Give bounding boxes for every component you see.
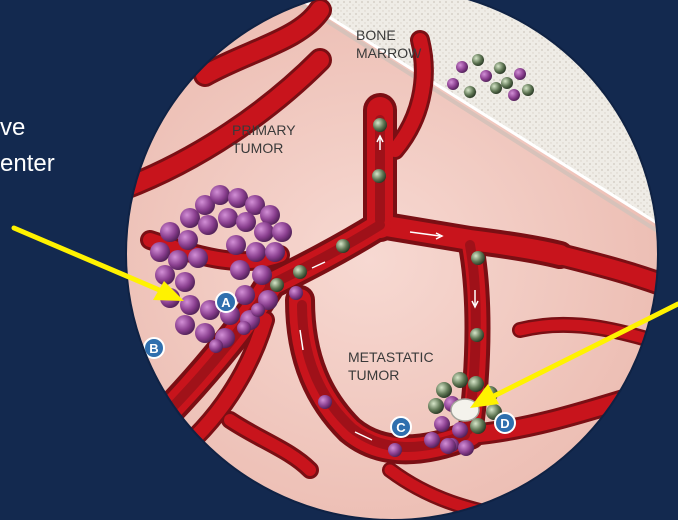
marker-c: C: [391, 417, 411, 437]
marker-c-label: C: [396, 420, 406, 435]
marker-d: D: [495, 413, 515, 433]
marker-a-label: A: [221, 295, 231, 310]
metastatic-tumor-label-line-1: METASTATIC: [348, 349, 434, 365]
bone-marrow-label-line-2: MARROW: [356, 45, 422, 61]
marker-b-label: B: [149, 341, 158, 356]
bone-marrow-label-line-1: BONE: [356, 27, 396, 43]
metastatic-tumor-label-line-2: TUMOR: [348, 367, 399, 383]
marker-d-label: D: [500, 416, 509, 431]
primary-tumor-label-line-2: TUMOR: [232, 140, 283, 156]
marker-a: A: [216, 292, 236, 312]
primary-tumor-label-line-1: PRIMARY: [232, 122, 296, 138]
